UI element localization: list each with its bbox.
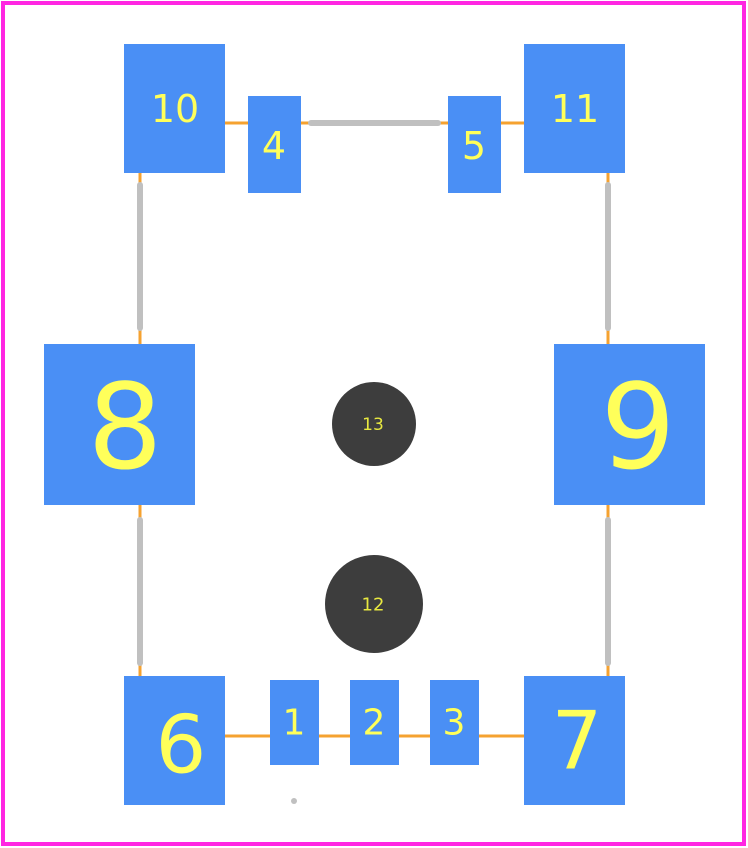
- hole-label-12: 12: [362, 595, 385, 616]
- pad-5[interactable]: [448, 96, 501, 193]
- pad-11[interactable]: [524, 44, 625, 173]
- pad-label-7: 7: [552, 695, 603, 788]
- pad-label-11: 11: [551, 87, 599, 131]
- hole-12[interactable]: [325, 555, 423, 653]
- pad-7[interactable]: [524, 676, 625, 805]
- pad-label-6: 6: [156, 699, 207, 792]
- pad-label-5: 5: [462, 124, 486, 168]
- pad-8[interactable]: [44, 344, 195, 505]
- hole-labels: 13 12: [362, 415, 385, 616]
- pad-label-9: 9: [600, 358, 675, 496]
- hole-label-13: 13: [362, 415, 384, 435]
- pad-1[interactable]: [270, 680, 319, 765]
- pad-labels: 10 4 5 11 8 9 6 1 2 3 7: [87, 87, 675, 792]
- pin-one-marker: [291, 798, 297, 804]
- pad-label-1: 1: [283, 703, 306, 744]
- hole-13[interactable]: [332, 382, 416, 466]
- pad-3[interactable]: [430, 680, 479, 765]
- pad-9[interactable]: [554, 344, 705, 505]
- pad-label-2: 2: [363, 703, 386, 744]
- pad-10[interactable]: [124, 44, 225, 173]
- holes: [325, 382, 423, 653]
- pad-4[interactable]: [248, 96, 301, 193]
- pad-label-4: 4: [262, 124, 286, 168]
- pad-label-8: 8: [87, 358, 162, 496]
- pad-label-3: 3: [443, 703, 466, 744]
- silkscreen-lines: [137, 120, 611, 666]
- pads: [44, 44, 705, 805]
- pad-6[interactable]: [124, 676, 225, 805]
- pad-label-10: 10: [151, 87, 199, 131]
- pad-2[interactable]: [350, 680, 399, 765]
